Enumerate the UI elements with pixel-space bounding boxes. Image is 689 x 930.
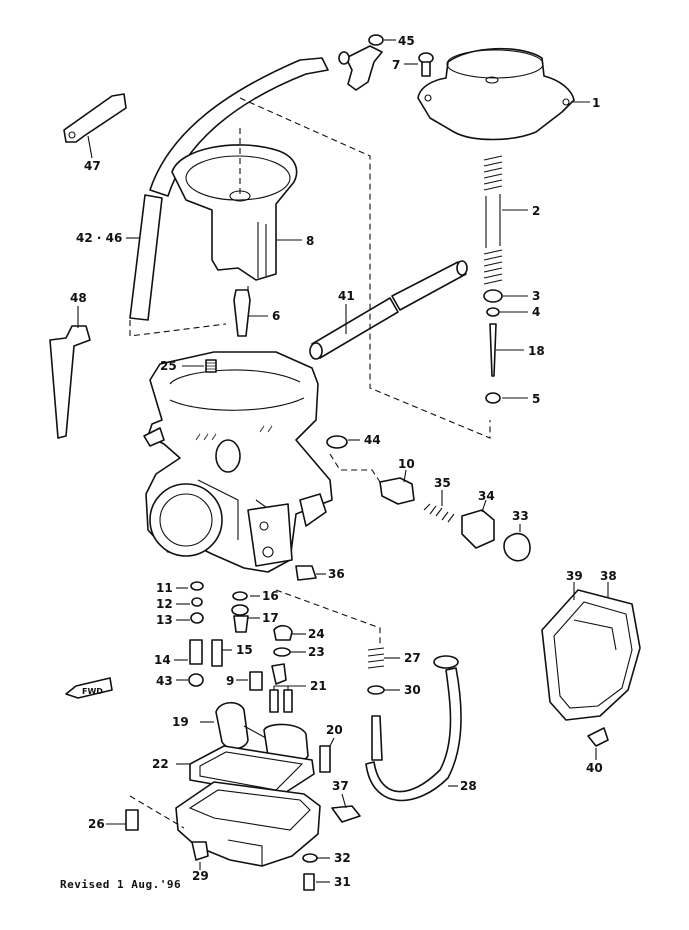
callout-45: 45 <box>398 34 415 48</box>
callout-31: 31 <box>334 875 351 889</box>
callout-14: 14 <box>154 653 171 667</box>
callout-7: 7 <box>392 58 400 72</box>
callout-18: 18 <box>528 344 545 358</box>
callout-13: 13 <box>156 613 173 627</box>
callout-40: 40 <box>586 761 603 775</box>
callout-35: 35 <box>434 476 451 490</box>
top-cap <box>417 47 575 141</box>
callouts: 45 7 1 47 2 8 42 · 46 48 41 3 4 6 18 25 … <box>70 34 617 889</box>
callout-17: 17 <box>262 611 279 625</box>
top-cap-screw <box>418 52 434 77</box>
callout-37: 37 <box>332 779 349 793</box>
carburetor-body <box>143 351 333 573</box>
callout-2: 2 <box>532 204 540 218</box>
callout-41: 41 <box>338 289 355 303</box>
callout-47: 47 <box>84 159 101 173</box>
callout-8: 8 <box>306 234 314 248</box>
callout-11: 11 <box>156 581 173 595</box>
revision-note: Revised 1 Aug.'96 <box>60 878 182 891</box>
fwd-label: FWD <box>82 687 103 696</box>
needle-assembly <box>483 289 503 404</box>
callout-15: 15 <box>236 643 253 657</box>
fwd-arrow: FWD <box>65 677 113 699</box>
hose-t-fitting <box>338 34 384 91</box>
callout-24: 24 <box>308 627 325 641</box>
hose-bracket <box>63 93 127 143</box>
callout-43: 43 <box>156 674 173 688</box>
jets <box>188 581 263 691</box>
callout-1: 1 <box>592 96 600 110</box>
callout-33: 33 <box>512 509 529 523</box>
pilot-screw <box>269 624 293 713</box>
callout-29: 29 <box>192 869 209 883</box>
assembly-lines <box>129 97 491 829</box>
callout-10: 10 <box>398 457 415 471</box>
o-ring <box>326 435 348 449</box>
callout-28: 28 <box>460 779 477 793</box>
float <box>215 701 309 763</box>
vent-tube <box>309 260 468 360</box>
callout-6: 6 <box>272 309 280 323</box>
callout-5: 5 <box>532 392 540 406</box>
throttle-cable <box>365 647 462 802</box>
callout-23: 23 <box>308 645 325 659</box>
callout-4: 4 <box>532 305 540 319</box>
needle-holder <box>233 289 251 337</box>
float-bowl <box>175 781 321 867</box>
leader-lines <box>77 39 609 883</box>
callout-3: 3 <box>532 289 540 303</box>
callout-32: 32 <box>334 851 351 865</box>
callout-36: 36 <box>328 567 345 581</box>
callout-26: 26 <box>88 817 105 831</box>
callout-48: 48 <box>70 291 87 305</box>
piston-diaphragm <box>171 144 298 281</box>
callout-30: 30 <box>404 683 421 697</box>
callout-25: 25 <box>160 359 177 373</box>
fuel-hose <box>129 57 329 321</box>
callout-12: 12 <box>156 597 173 611</box>
starter-plunger <box>379 477 531 562</box>
callout-19: 19 <box>172 715 189 729</box>
callout-16: 16 <box>262 589 279 603</box>
plug <box>295 565 317 581</box>
callout-20: 20 <box>326 723 343 737</box>
spring <box>483 155 503 285</box>
callout-34: 34 <box>478 489 495 503</box>
callout-44: 44 <box>364 433 381 447</box>
callout-39: 39 <box>566 569 583 583</box>
body-screw <box>205 359 217 373</box>
drain-pipe <box>49 325 91 439</box>
callout-38: 38 <box>600 569 617 583</box>
callout-27: 27 <box>404 651 421 665</box>
float-chamber-cover <box>541 589 641 747</box>
callout-9: 9 <box>226 674 234 688</box>
bolts <box>125 745 361 891</box>
callout-42-46: 42 · 46 <box>76 231 122 245</box>
callout-21: 21 <box>310 679 327 693</box>
callout-22: 22 <box>152 757 169 771</box>
